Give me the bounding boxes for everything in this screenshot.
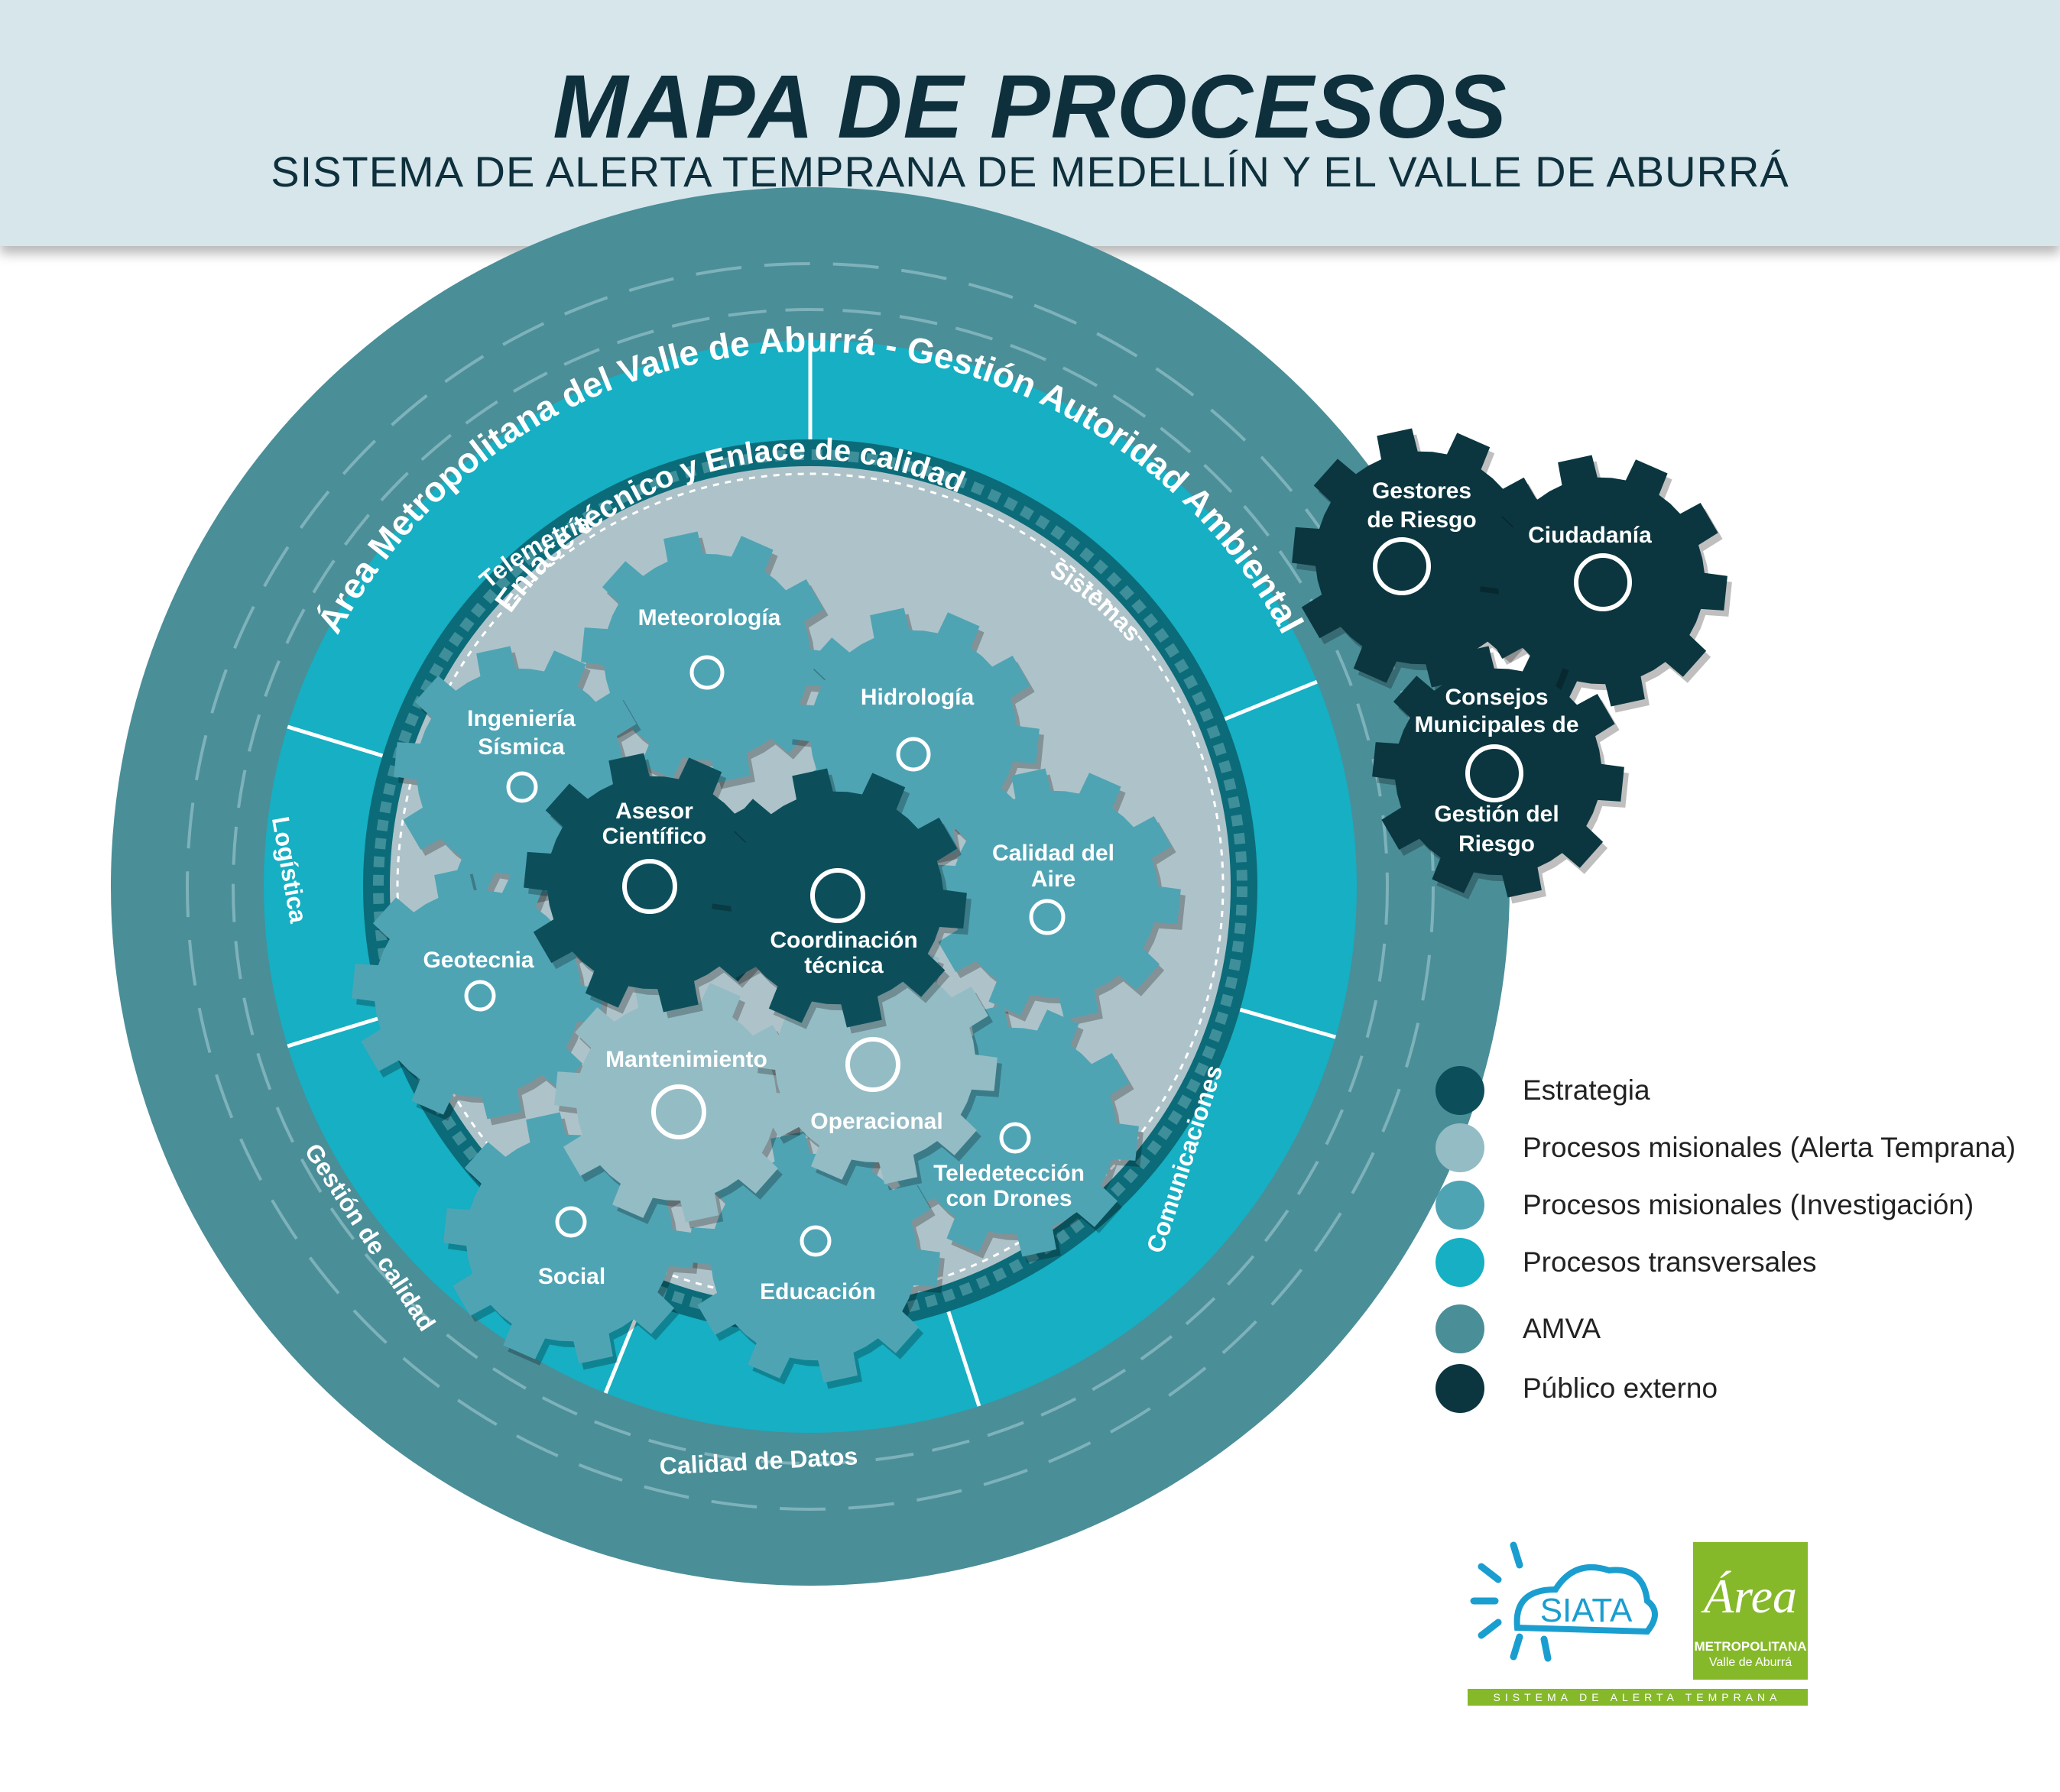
gear-consejos-municipales [1372, 646, 1629, 904]
gear-labels: Meteorología Hidrología Ingeniería Sísmi… [423, 605, 1114, 1304]
gear-ring-icon [464, 980, 496, 1012]
gear-ring-icon [689, 655, 725, 690]
page-title: MAPA DE PROCESOS [553, 57, 1507, 157]
legend-swatch [1436, 1238, 1484, 1287]
gear-meteorologia-label: Meteorología [638, 605, 781, 630]
gear-ring-icon [845, 1037, 900, 1092]
gear-ring-icon [1574, 553, 1632, 611]
siata-logo: SIATA [1470, 1541, 1658, 1662]
gear-ring-icon [1029, 899, 1066, 935]
legend-label: Procesos misionales (Alerta Temprana) [1523, 1132, 2016, 1163]
gear-calidad-aire-label-1: Calidad del [992, 841, 1114, 866]
legend-label: Público externo [1523, 1372, 1718, 1404]
gear-ingenieria-label-2: Sísmica [478, 734, 565, 760]
legend-item-amva: AMVA [1436, 1304, 1601, 1353]
gear-educacion-label: Educación [760, 1279, 876, 1304]
gear-ring-icon [1373, 537, 1431, 595]
gear-coordinacion-label-1: Coordinación [770, 928, 917, 953]
area-logo-title: Área [1701, 1569, 1797, 1623]
legend-swatch [1436, 1123, 1484, 1172]
gear-ring-icon [555, 1206, 587, 1238]
external-consejos-label-1: Consejos [1445, 685, 1548, 710]
legend-item-estrategia: Estrategia [1436, 1066, 1650, 1115]
legend-swatch [1436, 1364, 1484, 1413]
gear-calidad-aire-label-2: Aire [1031, 867, 1075, 892]
area-logo-line2: Valle de Aburrá [1709, 1656, 1792, 1669]
gear-ring-icon [800, 1225, 832, 1257]
sun-rays-icon [1470, 1541, 1552, 1662]
legend-item-misional-alerta: Procesos misionales (Alerta Temprana) [1436, 1123, 2016, 1172]
legend-label: AMVA [1523, 1313, 1601, 1344]
gear-social-label: Social [538, 1264, 605, 1289]
gear-ingenieria-label-1: Ingeniería [467, 706, 576, 731]
tagline-bar [1468, 1689, 1808, 1706]
legend-item-publico-externo: Público externo [1436, 1364, 1718, 1413]
legend-swatch [1436, 1304, 1484, 1353]
cloud-icon [1513, 1564, 1658, 1635]
external-labels: Gestores de Riesgo Ciudadanía Consejos M… [1367, 478, 1652, 857]
gear-meteorologia [581, 531, 838, 789]
gear-hidrologia-label: Hidrología [861, 685, 975, 710]
ring-divider [287, 724, 384, 758]
gear-ciudadania [1475, 455, 1732, 713]
legend-label: Procesos misionales (Investigación) [1523, 1189, 1974, 1220]
external-consejos-label-2: Municipales de [1414, 712, 1578, 737]
ring-divider [287, 1015, 384, 1048]
gear-operacional [753, 940, 1002, 1191]
gear-coordinacion-tecnica [707, 768, 972, 1034]
gear-ring-icon [622, 859, 677, 914]
gear-educacion [688, 1131, 945, 1389]
gear-coordinacion-label-2: técnica [804, 953, 884, 978]
process-gears [352, 531, 1186, 1389]
area-logo-line1: METROPOLITANA [1694, 1639, 1806, 1654]
gear-ring-icon [1465, 744, 1523, 802]
legend-label: Estrategia [1523, 1074, 1650, 1106]
ring-divider [1239, 1007, 1336, 1039]
legend-item-misional-investigacion: Procesos misionales (Investigación) [1436, 1181, 1974, 1230]
legend-item-transversal: Procesos transversales [1436, 1238, 1817, 1287]
external-consejos-label-4: Riesgo [1458, 831, 1535, 857]
gear-ring-icon [810, 868, 865, 923]
gear-asesor-label-1: Asesor [615, 799, 693, 824]
legend-swatch [1436, 1066, 1484, 1115]
external-gestores-label-1: Gestores [1372, 478, 1471, 504]
siata-logo-text: SIATA [1540, 1592, 1633, 1629]
gear-teledeteccion-label-1: Teledetección [933, 1161, 1085, 1186]
gear-mantenimiento [554, 978, 803, 1229]
gear-ring-icon [506, 771, 538, 803]
gear-operacional-label: Operacional [810, 1109, 942, 1134]
gear-ring-icon [896, 737, 931, 772]
legend-swatch [1436, 1181, 1484, 1230]
external-gestores-label-2: de Riesgo [1367, 507, 1476, 533]
ring-divider [946, 1311, 981, 1407]
gear-ring-icon [651, 1084, 706, 1139]
external-ciudadania-label: Ciudadanía [1528, 523, 1652, 548]
page-subtitle: SISTEMA DE ALERTA TEMPRANA DE MEDELLÍN Y… [271, 147, 1789, 196]
legend-label: Procesos transversales [1523, 1246, 1817, 1278]
gear-ring-icon [999, 1122, 1031, 1154]
header-banner: MAPA DE PROCESOS SISTEMA DE ALERTA TEMPR… [0, 0, 2060, 246]
gear-mantenimiento-label: Mantenimiento [605, 1047, 767, 1072]
external-gears [1292, 428, 1732, 904]
gear-teledeteccion-label-2: con Drones [946, 1186, 1072, 1211]
gear-geotecnia-label: Geotecnia [423, 948, 534, 973]
gear-asesor-label-2: Científico [602, 824, 707, 849]
gear-calidad-aire [929, 768, 1186, 1026]
logo-tagline: SISTEMA DE ALERTA TEMPRANA [1494, 1691, 1782, 1703]
logos: SIATA Área METROPOLITANA Valle de Aburrá… [1468, 1541, 1808, 1706]
area-metropolitana-logo: Área METROPOLITANA Valle de Aburrá [1693, 1542, 1808, 1680]
external-consejos-label-3: Gestión del [1434, 802, 1559, 827]
ring-divider [1224, 679, 1318, 721]
